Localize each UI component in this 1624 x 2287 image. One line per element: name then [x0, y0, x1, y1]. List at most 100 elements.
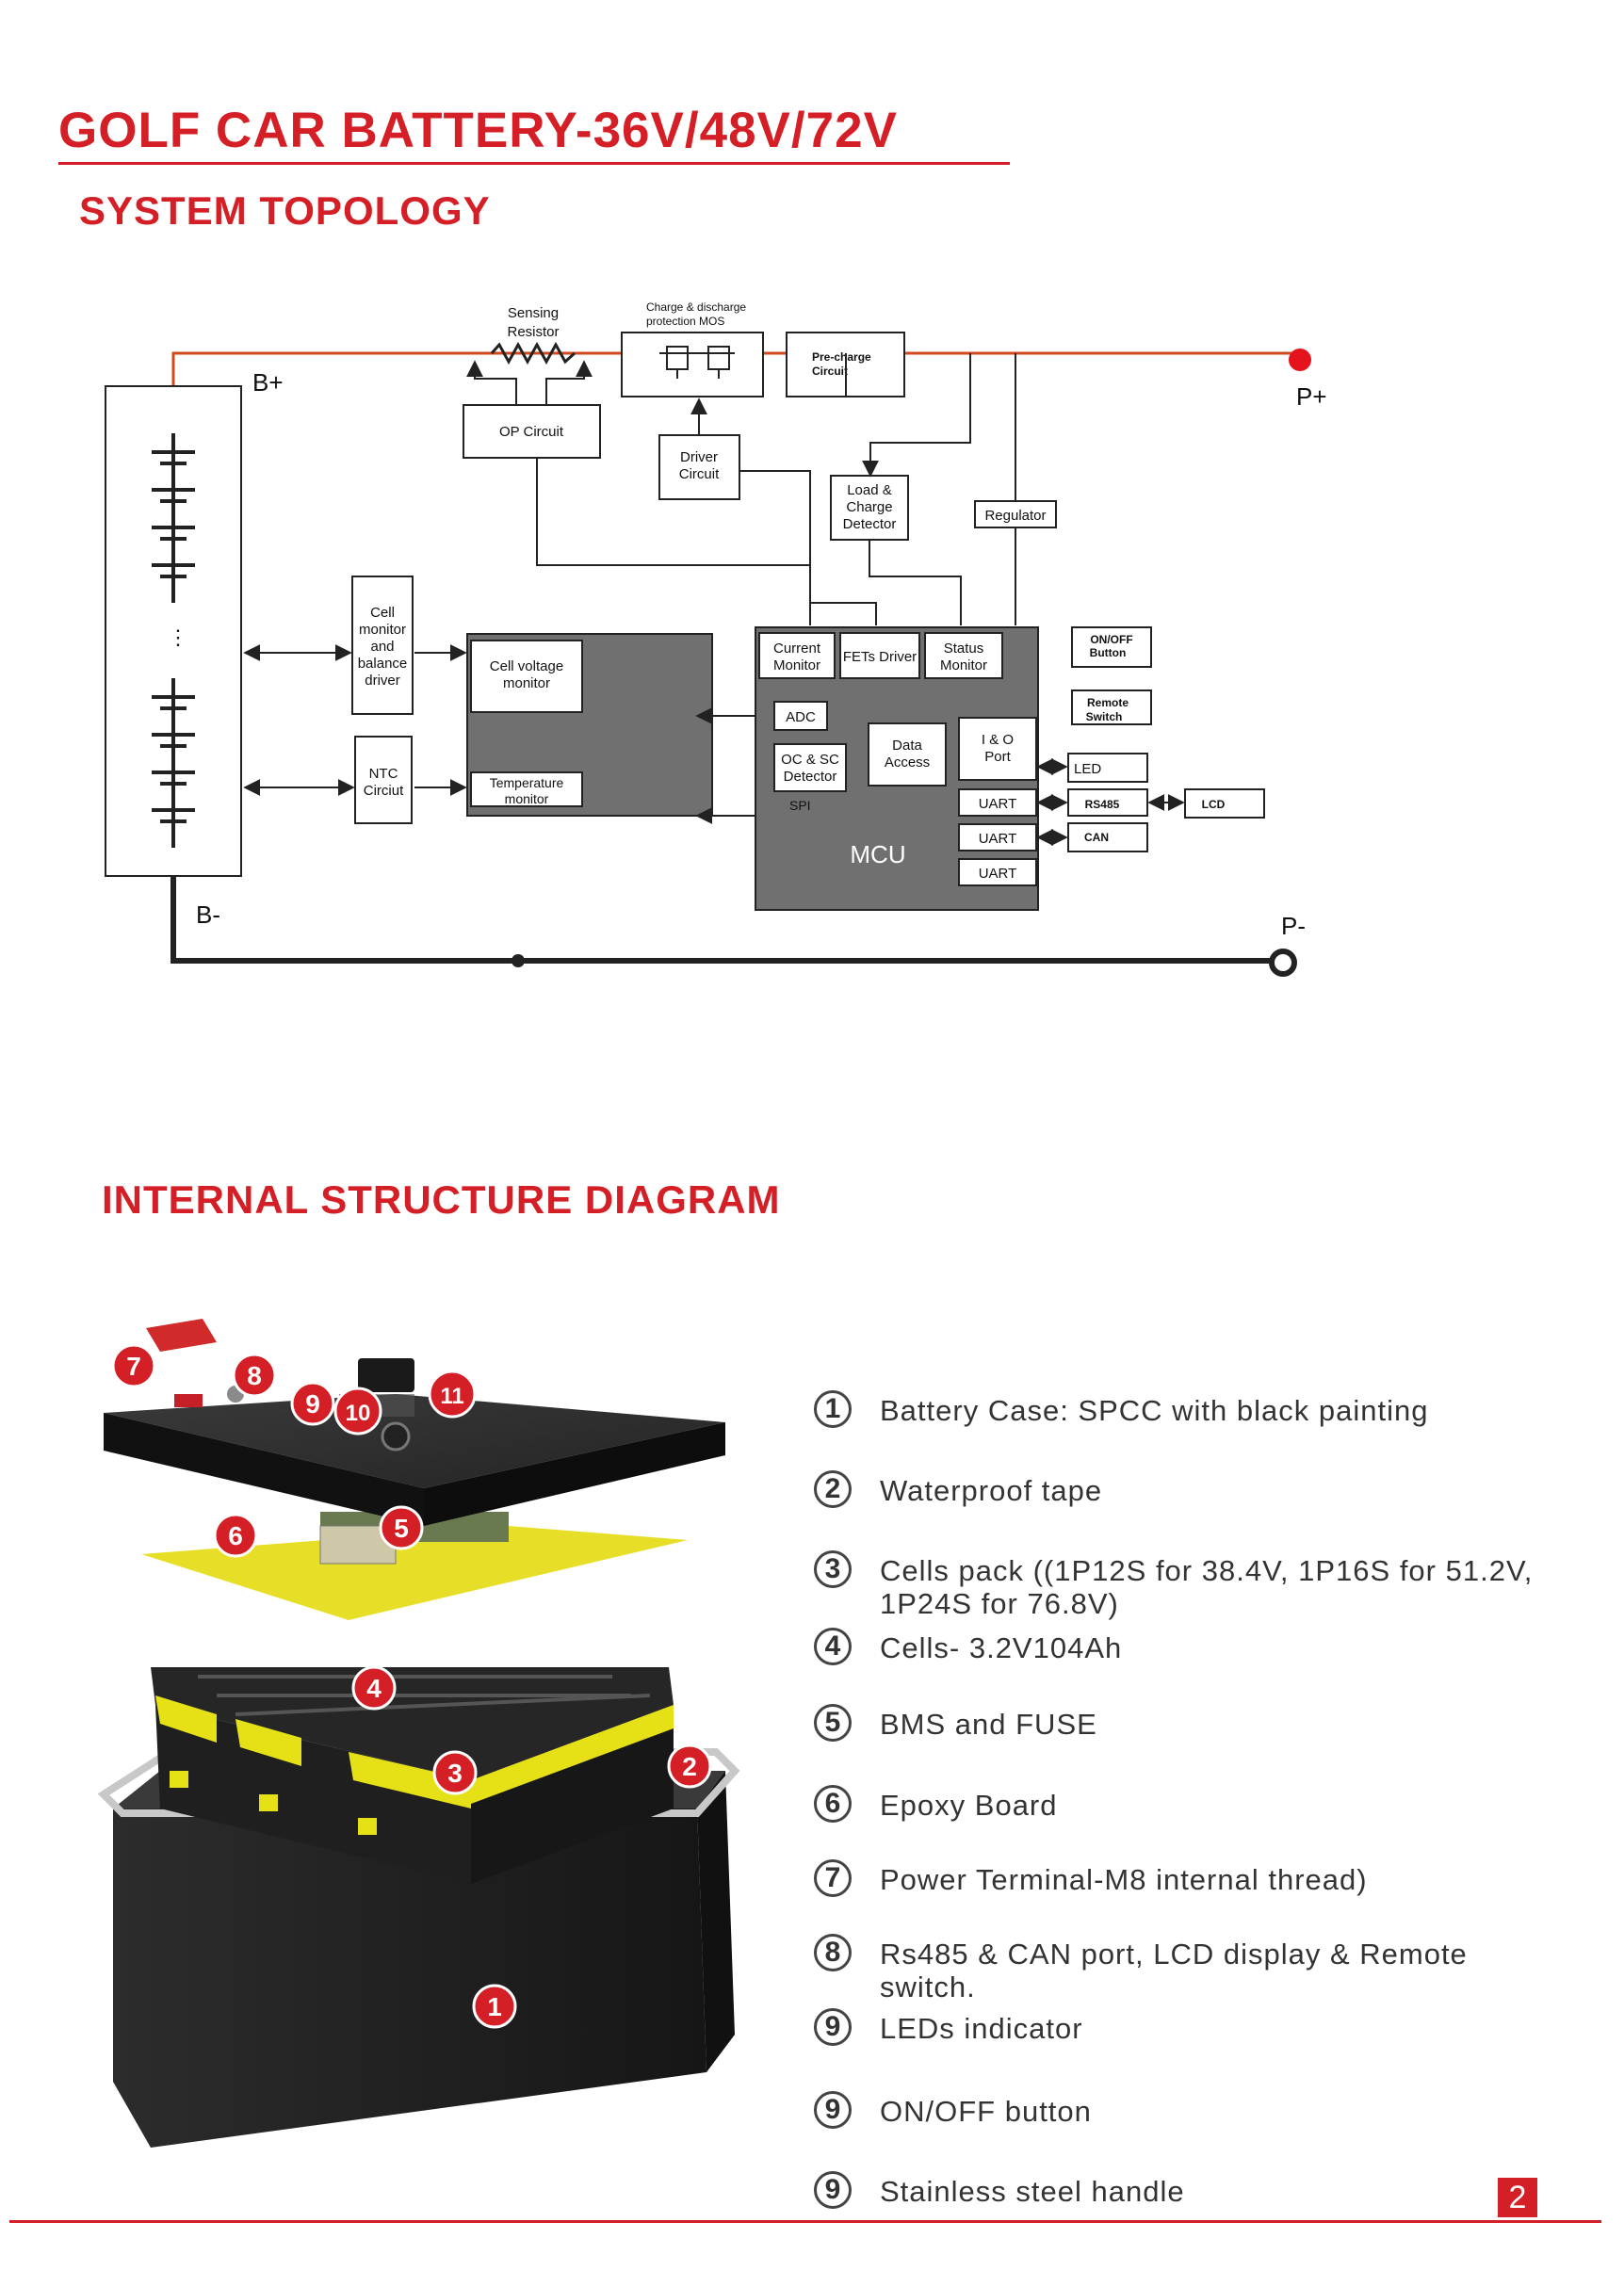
negative-bus	[171, 876, 1272, 964]
remote-switch-box	[1071, 689, 1152, 725]
legend-number: 1	[814, 1390, 852, 1428]
cell-monitor-label-4: balance	[358, 656, 408, 672]
b-minus-junction	[512, 954, 525, 967]
legend-text: Cells- 3.2V104Ah	[880, 1631, 1123, 1664]
remote-label-1: Remote	[1087, 696, 1129, 709]
legend-item: 6 Epoxy Board	[814, 1785, 1058, 1823]
signal-lines	[536, 353, 1016, 625]
spi-label: SPI	[789, 798, 811, 813]
led-box	[1067, 753, 1148, 783]
legend-number: 3	[814, 1550, 852, 1588]
temp-label-1: Temperature	[490, 775, 564, 790]
ntc-label-2: Circiut	[364, 783, 404, 799]
ntc-label-1: NTC	[369, 766, 398, 782]
can-label: CAN	[1084, 831, 1109, 844]
led-label: LED	[1074, 761, 1101, 777]
svg-text:7: 7	[126, 1352, 141, 1381]
rs485-box	[1067, 788, 1148, 817]
cell-voltage-box	[470, 640, 583, 713]
cell-stack-lower	[152, 678, 195, 848]
uart-label-3: UART	[979, 866, 1017, 882]
legend-number: 5	[814, 1704, 852, 1742]
mos-box	[621, 332, 764, 397]
status-monitor-box	[924, 632, 1003, 679]
callout-7: 7	[111, 1343, 156, 1388]
legend-number: 2	[814, 1470, 852, 1508]
regulator-label: Regulator	[984, 508, 1046, 524]
cell-voltage-label-1: Cell voltage	[490, 658, 563, 674]
legend-number: 7	[814, 1859, 852, 1897]
current-monitor-box	[758, 632, 836, 679]
io-port-box	[958, 717, 1037, 781]
op-circuit-box	[463, 404, 601, 459]
lcd-label: LCD	[1202, 798, 1226, 811]
uart-box-3	[958, 858, 1037, 886]
sensing-resistor-label-1: Sensing	[508, 305, 559, 321]
driver-label-2: Circuit	[679, 466, 720, 482]
driver-circuit-box	[658, 434, 740, 500]
structure-section-title: INTERNAL STRUCTURE DIAGRAM	[102, 1177, 781, 1222]
cell-monitor-label-5: driver	[365, 673, 400, 689]
legend-item: 7 Power Terminal-M8 internal thread)	[814, 1859, 1368, 1897]
legend-number: 6	[814, 1785, 852, 1823]
svg-text:10: 10	[346, 1401, 371, 1426]
data-access-box	[868, 722, 947, 787]
ocsc-label-1: OC & SC	[781, 752, 839, 768]
p-plus-label: P+	[1296, 382, 1327, 411]
io-label-2: Port	[984, 749, 1011, 765]
svg-text:2: 2	[682, 1752, 697, 1781]
uart-box-1	[958, 788, 1037, 817]
terminal-cap	[146, 1319, 217, 1352]
adc-box	[773, 701, 828, 731]
battery-to-monitor-arrows	[243, 644, 467, 796]
svg-text:4: 4	[366, 1674, 382, 1703]
footer-rule	[9, 2220, 1601, 2223]
peripheral-arrows	[1036, 758, 1185, 846]
mcu-label: MCU	[850, 840, 905, 868]
can-box	[1067, 822, 1148, 852]
callout-3: 3	[432, 1750, 478, 1795]
ocsc-detector-box	[773, 743, 847, 792]
sensing-resistor	[490, 341, 577, 365]
legend-text: Waterproof tape	[880, 1474, 1103, 1507]
data-access-label-1: Data	[892, 738, 922, 754]
ntc-circuit-box	[354, 736, 413, 824]
legend-item: 8 Rs485 & CAN port, LCD display & Remote…	[814, 1934, 1558, 2003]
legend-item: 3 Cells pack ((1P12S for 38.4V, 1P16S fo…	[814, 1550, 1558, 1620]
mos-transistor-icons	[659, 346, 735, 379]
load-detector-box	[830, 475, 909, 541]
callout-10: 10	[333, 1387, 382, 1435]
uart-label-1: UART	[979, 796, 1017, 812]
legend-item: 2 Waterproof tape	[814, 1470, 1103, 1508]
uart-box-2	[958, 823, 1037, 852]
callout-8: 8	[232, 1353, 277, 1398]
legend-text: Power Terminal-M8 internal thread)	[880, 1863, 1368, 1896]
legend-text: BMS and FUSE	[880, 1708, 1097, 1741]
page-title: GOLF CAR BATTERY-36V/48V/72V	[58, 103, 898, 158]
legend-item: 1 Battery Case: SPCC with black painting	[814, 1390, 1429, 1428]
callout-markers: 1 2 3 4 5 6 7 8 9 10 11	[111, 1343, 712, 2029]
op-circuit-label: OP Circuit	[499, 424, 564, 440]
cell-monitor-label-1: Cell	[370, 605, 395, 621]
legend-text: LEDs indicator	[880, 2012, 1083, 2045]
p-minus-label: P-	[1281, 912, 1306, 940]
temp-label-2: monitor	[505, 791, 549, 806]
regulator-box	[974, 500, 1057, 528]
precharge-label-1: Pre-charge	[812, 350, 871, 364]
io-label-1: I & O	[982, 732, 1014, 748]
remote-label-2: Switch	[1086, 710, 1123, 723]
cells-pack	[151, 1667, 674, 1884]
load-label-3: Detector	[843, 516, 897, 532]
cell-monitor-label-2: monitor	[359, 622, 406, 638]
b-minus-label: B-	[196, 900, 220, 929]
cell-voltage-label-2: monitor	[503, 675, 550, 691]
callout-1: 1	[472, 1984, 517, 2029]
adc-label: ADC	[786, 709, 816, 725]
precharge-label-2: Circuit	[812, 365, 848, 378]
callout-6: 6	[213, 1513, 258, 1558]
legend-text: Cells pack ((1P12S for 38.4V, 1P16S for …	[880, 1554, 1534, 1620]
legend-text: Battery Case: SPCC with black painting	[880, 1394, 1429, 1427]
b-plus-label: B+	[252, 368, 284, 397]
load-label-1: Load &	[847, 482, 892, 498]
rs485-label: RS485	[1085, 798, 1120, 811]
